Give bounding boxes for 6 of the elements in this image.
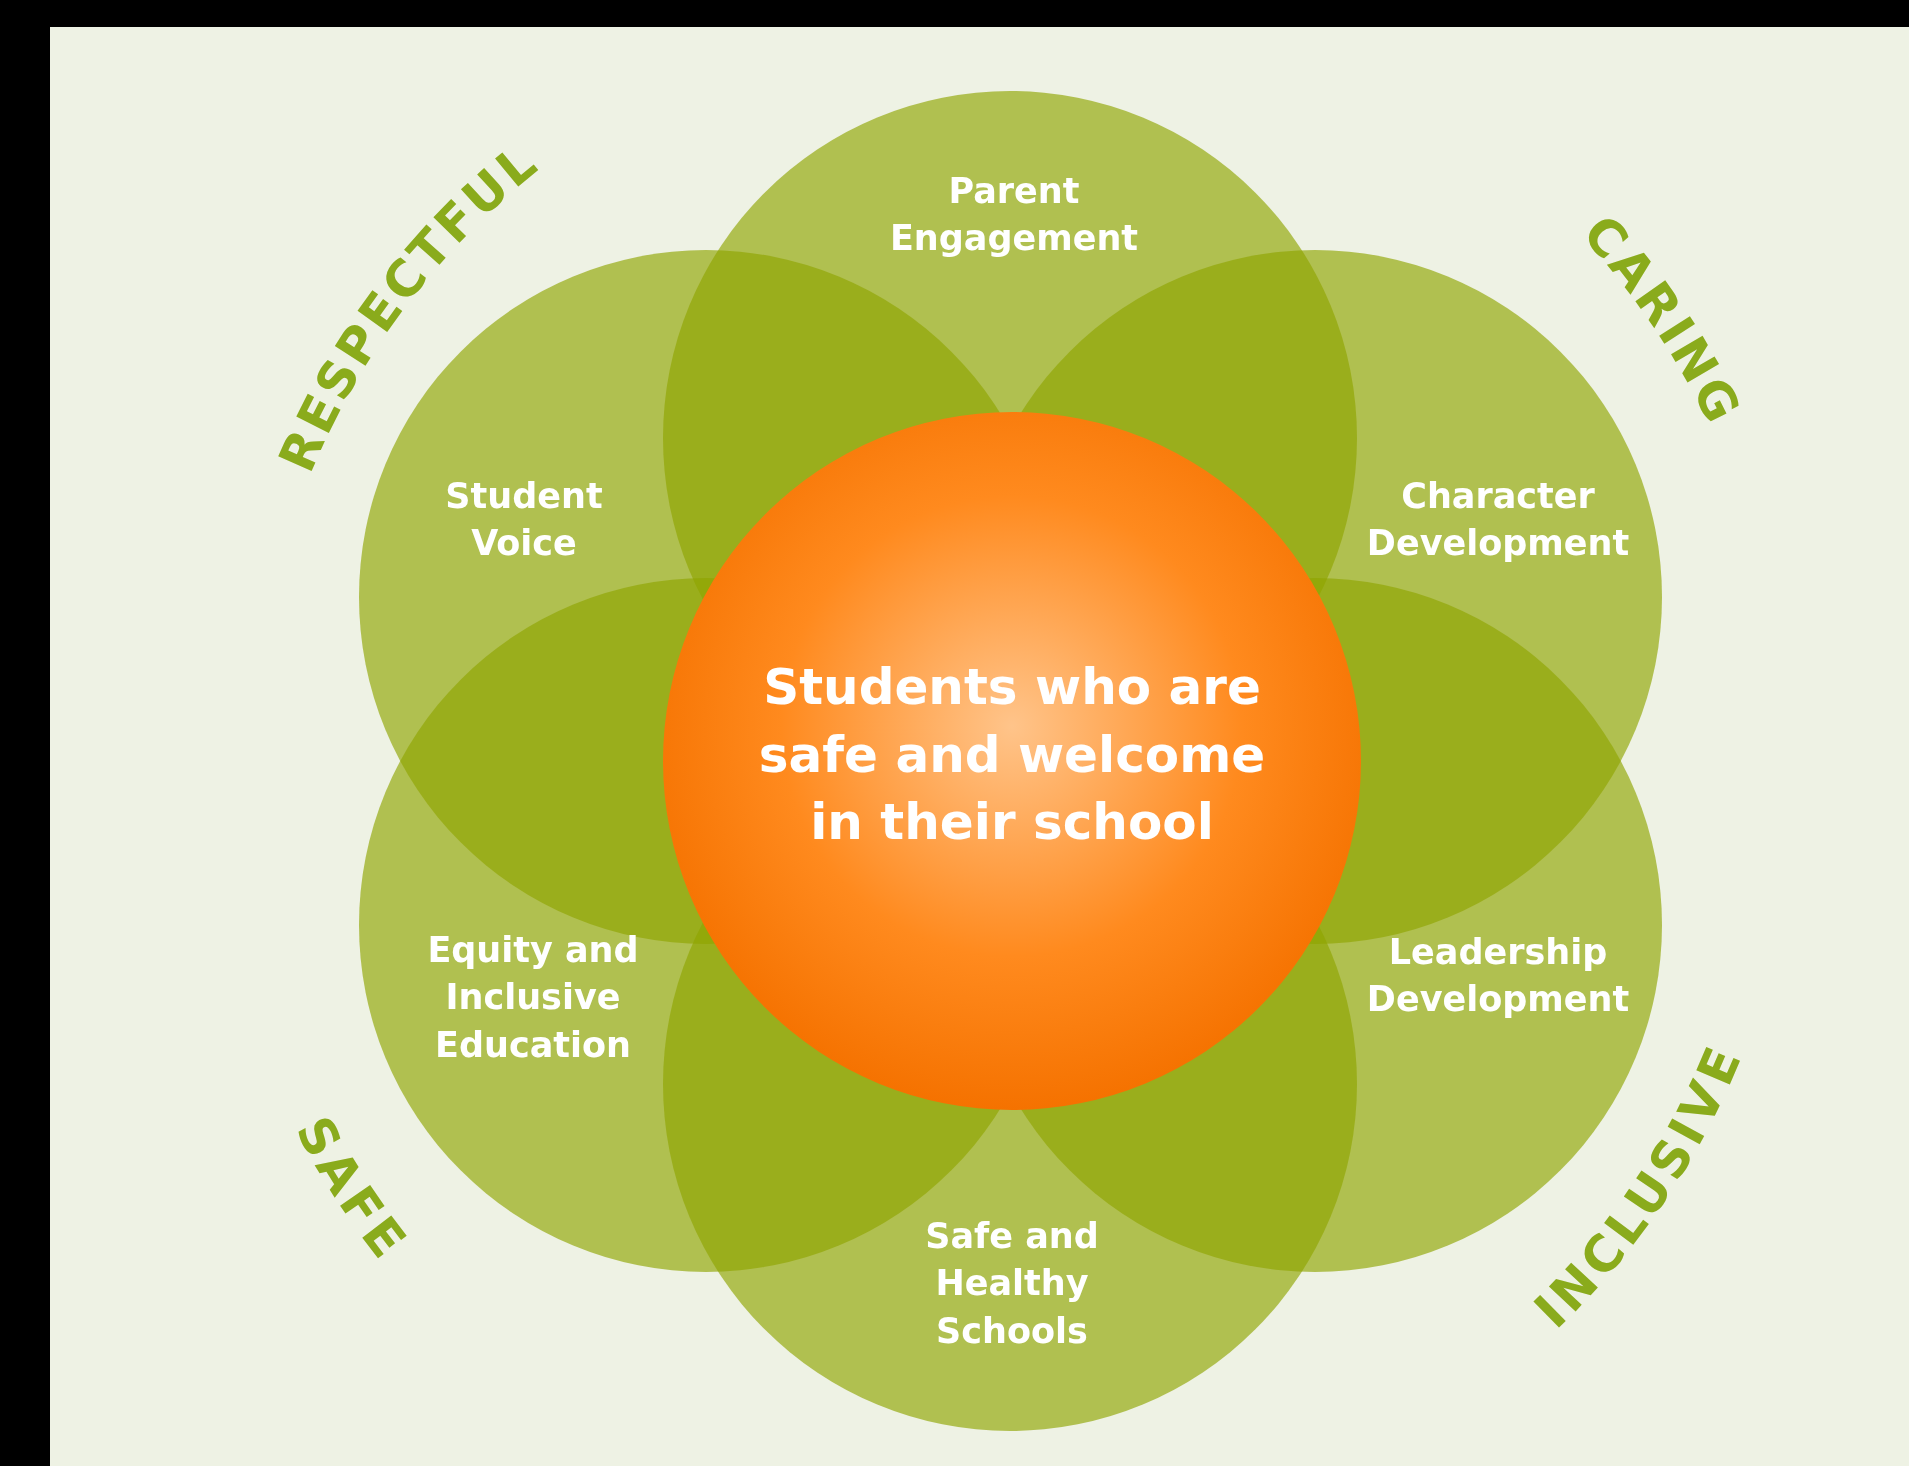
petal-text: Student Voice <box>414 472 634 568</box>
petal-text: Leadership Development <box>1348 928 1648 1024</box>
petal-text: Equity and Inclusive Education <box>403 927 663 1069</box>
petal-text: Safe and Healthy Schools <box>902 1213 1122 1355</box>
petal-text: Parent Engagement <box>864 167 1164 263</box>
petal-text: Character Development <box>1348 472 1648 568</box>
